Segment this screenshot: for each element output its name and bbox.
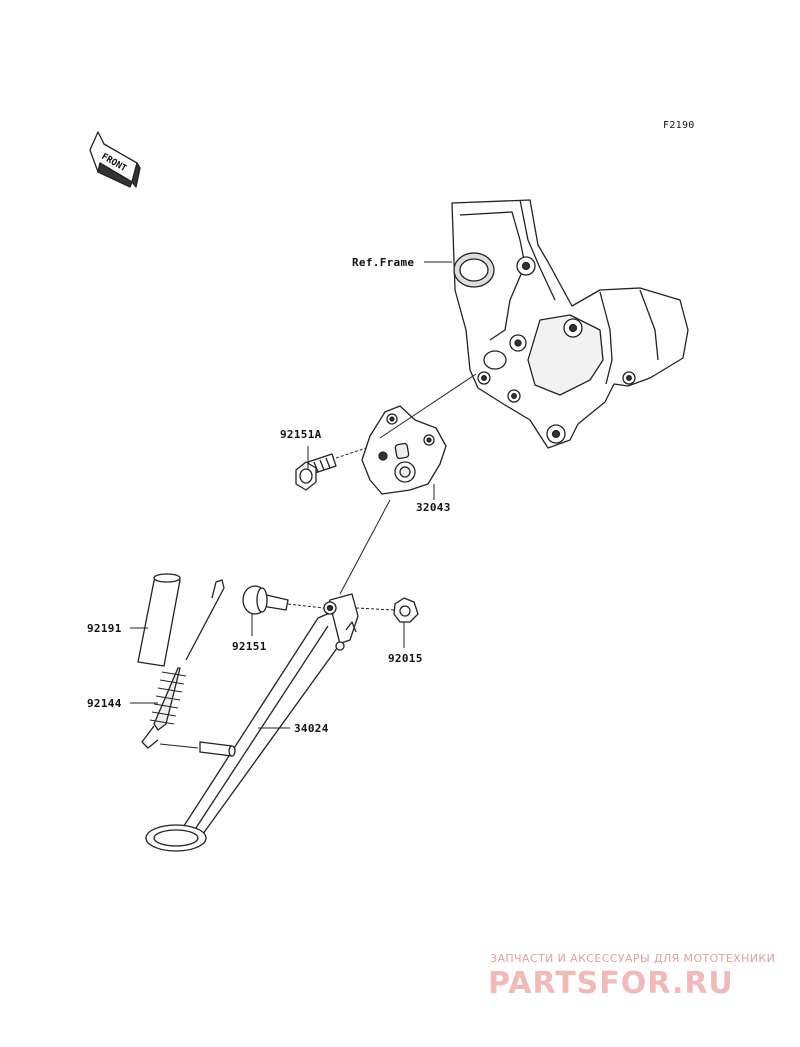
bracket-drawing <box>361 405 447 495</box>
nut-92015-drawing <box>393 597 419 623</box>
tube-92191-drawing <box>137 573 181 667</box>
bolt-92151-drawing <box>242 585 289 615</box>
pin-drawing <box>199 741 236 757</box>
side-stand-drawing <box>145 593 359 852</box>
frame-drawing <box>451 199 689 449</box>
label-92144: 92144 <box>87 697 122 710</box>
label-32043: 32043 <box>416 501 451 514</box>
bolt-92151a-drawing <box>295 453 337 491</box>
label-34024: 34024 <box>294 722 329 735</box>
watermark-brand: PARTSFOR.RU <box>488 966 734 1001</box>
label-92191: 92191 <box>87 622 122 635</box>
front-arrow-icon: FRONT <box>89 131 141 188</box>
label-92151a: 92151A <box>280 428 322 441</box>
label-ref-frame: Ref.Frame <box>352 256 415 269</box>
watermark-tagline: ЗАПЧАСТИ И АКСЕССУАРЫ ДЛЯ МОТОТЕХНИКИ <box>490 952 776 965</box>
label-92151: 92151 <box>232 640 267 653</box>
leader-lines <box>130 261 477 749</box>
figure-code: F2190 <box>663 120 695 131</box>
spring-92144-drawing <box>141 579 225 749</box>
label-92015: 92015 <box>388 652 423 665</box>
